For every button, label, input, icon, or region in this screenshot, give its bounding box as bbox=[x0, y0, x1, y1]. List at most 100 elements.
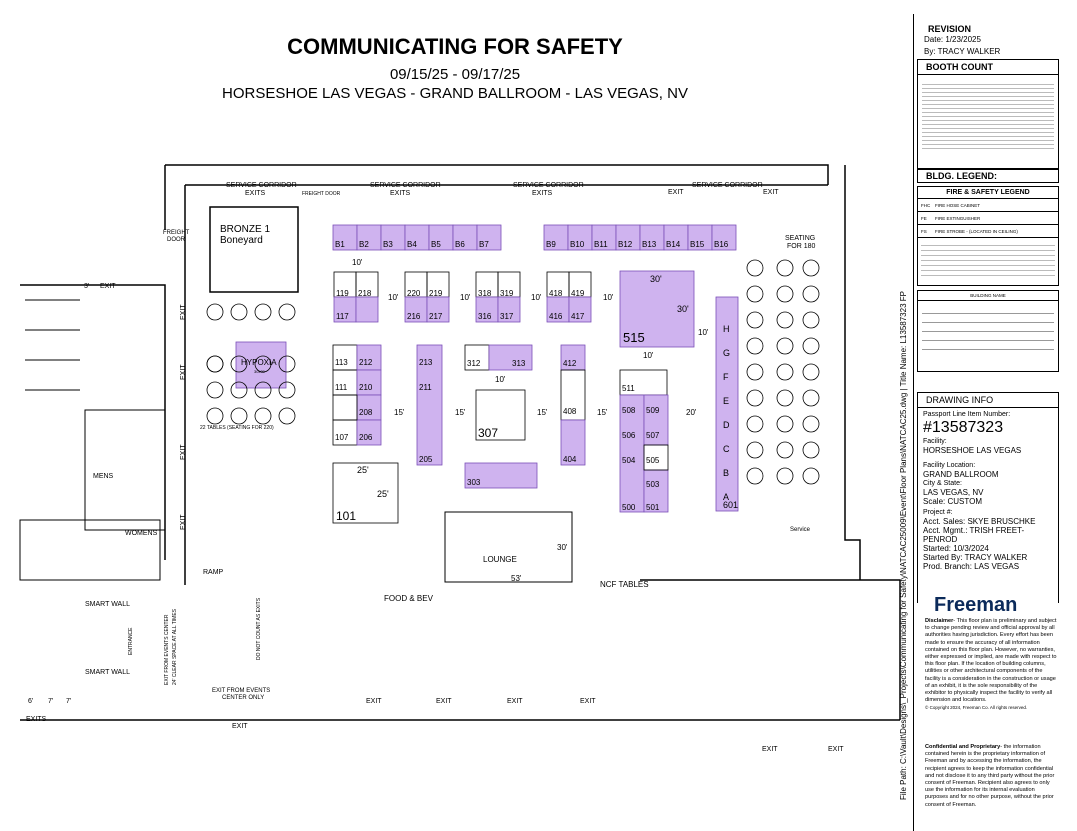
aisle-l: 15' bbox=[597, 408, 608, 417]
round-table bbox=[802, 467, 820, 485]
booth-label-500: 500 bbox=[622, 503, 636, 512]
booth-label-B3: B3 bbox=[383, 240, 393, 249]
round-table bbox=[746, 285, 764, 303]
round-table bbox=[746, 415, 764, 433]
booth-label-B6: B6 bbox=[455, 240, 465, 249]
round-table bbox=[776, 337, 794, 355]
disclaimer-text: - This floor plan is preliminary and sub… bbox=[925, 618, 1057, 704]
pod-label: 317 bbox=[500, 312, 514, 321]
round-table bbox=[802, 441, 820, 459]
aisle-d: 10' bbox=[531, 293, 542, 302]
round-table bbox=[776, 467, 794, 485]
round-table bbox=[802, 259, 820, 277]
pod-label: 217 bbox=[429, 312, 443, 321]
round-table bbox=[206, 381, 224, 399]
smart-wall-2: SMART WALL bbox=[85, 669, 130, 676]
booth-B12 bbox=[615, 224, 641, 251]
booth-h-B: B bbox=[723, 468, 729, 478]
revision-by: By: TRACY WALKER bbox=[924, 47, 1001, 56]
confidential-title: Confidential and Proprietary bbox=[925, 744, 1001, 750]
round-table bbox=[254, 381, 272, 399]
booth-label-B5: B5 bbox=[431, 240, 441, 249]
booth-label-B11: B11 bbox=[594, 240, 608, 249]
food-bev-label: FOOD & BEV bbox=[384, 594, 434, 603]
booth-412 bbox=[560, 344, 586, 371]
aisle-c: 10' bbox=[460, 293, 471, 302]
booth-B14 bbox=[663, 224, 689, 251]
exit-bottom-4: EXIT bbox=[580, 698, 596, 705]
exit-bottom-6: EXIT bbox=[828, 746, 844, 753]
booth-101 bbox=[332, 462, 399, 524]
passport-number: #13587323 bbox=[923, 419, 1004, 436]
booth-404 bbox=[560, 419, 586, 466]
fe-code: FE bbox=[921, 215, 927, 221]
round-table bbox=[776, 415, 794, 433]
booth-label-111: 111 bbox=[335, 383, 348, 392]
pod-label: 416 bbox=[549, 312, 563, 321]
booth-label-213: 213 bbox=[419, 358, 433, 367]
exit-left-4: EXIT bbox=[180, 514, 187, 530]
booth-515-width: 30' bbox=[650, 274, 662, 284]
booth-label-508: 508 bbox=[622, 406, 636, 415]
booth-515-label: 515 bbox=[623, 330, 645, 345]
booth-col5c bbox=[643, 469, 669, 513]
round-table bbox=[254, 407, 272, 425]
booth-B4 bbox=[404, 224, 430, 251]
service-label: Service bbox=[790, 527, 811, 533]
building-table bbox=[922, 305, 1054, 355]
aisle-e: 10' bbox=[603, 293, 614, 302]
service-corridor-1: SERVICE CORRIDOR bbox=[226, 182, 297, 189]
booth-label-408: 408 bbox=[563, 407, 577, 416]
scale-value: Scale: CUSTOM bbox=[923, 497, 982, 506]
title-block: REVISION Date: 1/23/2025 By: TRACY WALKE… bbox=[913, 14, 1064, 831]
building-name-label: BUILDING NAME bbox=[918, 291, 1058, 301]
center-only-label: CENTER ONLY bbox=[222, 695, 264, 701]
booth-label-210: 210 bbox=[359, 383, 373, 392]
booth-label-509: 509 bbox=[646, 406, 660, 415]
aisle-b: 10' bbox=[388, 293, 399, 302]
pod-label: 218 bbox=[358, 289, 372, 298]
pod-label: 318 bbox=[478, 289, 492, 298]
lounge-dim2: 53' bbox=[511, 574, 522, 583]
booth-label-B14: B14 bbox=[666, 240, 681, 249]
exit-from-events-label: EXIT FROM EVENTS bbox=[212, 688, 270, 694]
started-date: Started: 10/3/2024 bbox=[923, 544, 989, 553]
booth-h-D: D bbox=[723, 420, 730, 430]
city-label: City & State: bbox=[923, 480, 962, 487]
booth-label-B1: B1 bbox=[335, 240, 345, 249]
drawing-info-label: DRAWING INFO bbox=[918, 393, 1058, 408]
pod-label: 219 bbox=[429, 289, 443, 298]
booth-label-B2: B2 bbox=[359, 240, 369, 249]
womens-label: WOMENS bbox=[125, 530, 158, 537]
booth-label-B9: B9 bbox=[546, 240, 556, 249]
booth-B1 bbox=[332, 224, 358, 251]
booth-label-B16: B16 bbox=[714, 240, 729, 249]
booth-101-label: 101 bbox=[336, 509, 356, 523]
facility-loc-value: GRAND BALLROOM bbox=[923, 470, 999, 479]
round-table bbox=[254, 303, 272, 321]
exit-left-3: EXIT bbox=[180, 444, 187, 460]
round-table bbox=[746, 259, 764, 277]
booth-label-412: 412 bbox=[563, 359, 577, 368]
boneyard-label: Boneyard bbox=[220, 235, 263, 246]
exit-bottom-2: EXIT bbox=[436, 698, 452, 705]
booth-col2 bbox=[416, 344, 443, 466]
round-table bbox=[230, 355, 248, 373]
event-dates: 09/15/25 - 09/17/25 bbox=[389, 66, 521, 83]
lounge-area bbox=[444, 511, 573, 583]
pod-label: 119 bbox=[336, 289, 349, 298]
freeman-logo: Freeman bbox=[934, 594, 1018, 616]
fe-desc: FIRE EXTINGUISHER bbox=[935, 215, 981, 221]
table-layer bbox=[206, 259, 820, 485]
booth-label-507: 507 bbox=[646, 431, 660, 440]
disclaimer-block: Disclaimer- This floor plan is prelimina… bbox=[925, 618, 1057, 712]
booth-label-501: 501 bbox=[646, 503, 660, 512]
booth-label-107: 107 bbox=[335, 433, 349, 442]
mens-label: MENS bbox=[93, 473, 114, 480]
booth-515 bbox=[619, 270, 695, 348]
round-table bbox=[230, 407, 248, 425]
passport-label: Passport Line Item Number: bbox=[923, 411, 1011, 418]
pod-label: 220 bbox=[407, 289, 421, 298]
event-venue: HORSESHOE LAS VEGAS - GRAND BALLROOM - L… bbox=[222, 85, 688, 102]
